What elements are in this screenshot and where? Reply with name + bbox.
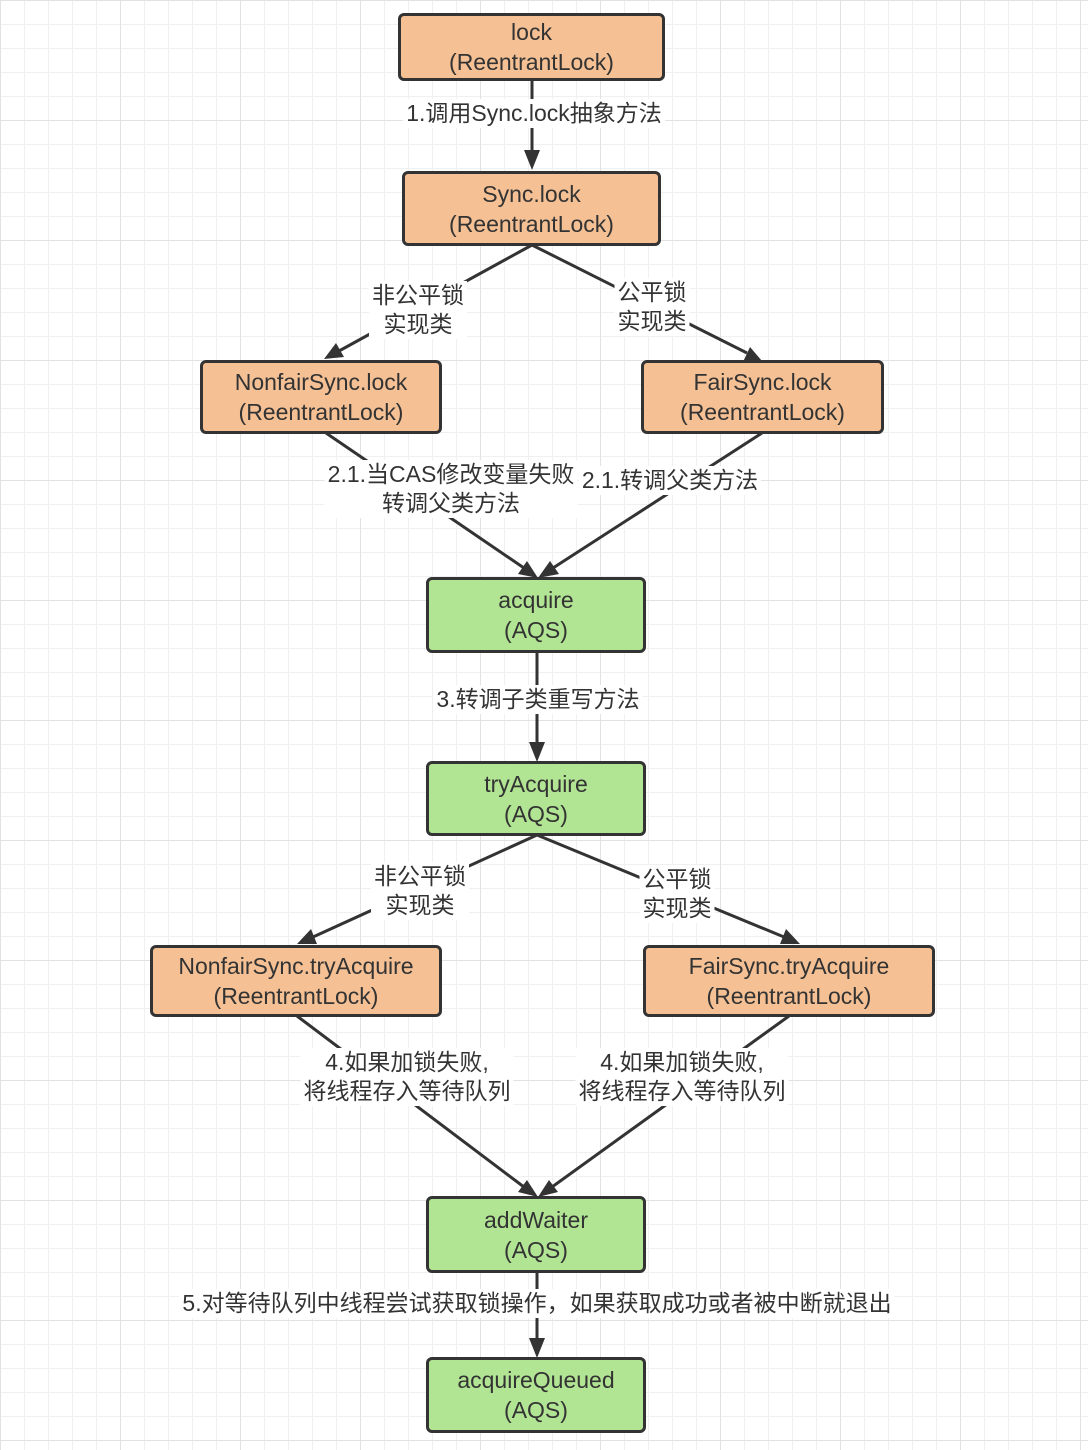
arrow-head [518,561,538,578]
edge-label-line: 4.如果加锁失败, [600,1049,764,1075]
node-fair-try-acquire-owner: (ReentrantLock) [706,983,872,1009]
arrow-head [324,343,344,359]
node-acquire-owner: (AQS) [504,617,568,643]
node-fair-lock-owner: (ReentrantLock) [680,399,845,425]
edge-label-line: 实现类 [385,892,455,918]
edge-label-line: 3.转调子类重写方法 [436,686,640,712]
node-sync-lock-name: Sync.lock [482,180,581,207]
arrow-head [743,347,762,362]
node-fair-lock: FairSync.lock (ReentrantLock) [641,360,884,434]
node-lock-name: lock [511,19,552,45]
edge-label-line: 非公平锁 [374,863,466,889]
node-try-acquire: tryAcquire (AQS) [426,761,646,836]
node-add-waiter-owner: (AQS) [504,1236,568,1263]
edge-label-line: 实现类 [383,311,453,337]
node-acquire-queued-owner: (AQS) [504,1397,568,1423]
edge-label-line: 非公平锁 [372,282,464,308]
arrow-head [297,929,317,944]
edge-label-line: 2.1.当CAS修改变量失败 [327,461,575,487]
node-acquire-queued: acquireQueued (AQS) [426,1357,646,1433]
node-fair-lock-name: FairSync.lock [693,369,832,395]
arrow-head [518,1180,538,1197]
edge-label-4-left: 4.如果加锁失败, 将线程存入等待队列 [300,1048,514,1106]
node-nonfair-try-acquire: NonfairSync.tryAcquire (ReentrantLock) [150,945,442,1017]
arrow-head [538,561,559,578]
node-fair-try-acquire-name: FairSync.tryAcquire [688,953,890,979]
edge-label-line: 实现类 [642,895,712,921]
edge-label-fair-impl-bottom: 公平锁 实现类 [639,865,715,923]
node-nonfair-lock-owner: (ReentrantLock) [238,399,404,425]
node-add-waiter-name: addWaiter [484,1206,588,1233]
edge-label-line: 2.1.转调父类方法 [581,467,759,493]
edge-label-nonfair-impl-top: 非公平锁 实现类 [369,281,467,339]
edge-label-fair-impl-top: 公平锁 实现类 [614,278,690,336]
edge-label-5: 5.对等待队列中线程尝试获取锁操作，如果获取成功或者被中断就退出 [179,1289,895,1318]
arrow-head [780,929,800,944]
edge-label-4-right: 4.如果加锁失败, 将线程存入等待队列 [575,1048,789,1106]
node-acquire: acquire (AQS) [426,577,646,653]
edge-fair-lock-to-acquire [552,431,763,570]
edge-label-2-1-left: 2.1.当CAS修改变量失败 转调父类方法 [324,460,578,518]
arrow-head [529,742,545,762]
node-nonfair-try-acquire-owner: (ReentrantLock) [213,983,379,1009]
node-acquire-name: acquire [498,587,574,613]
node-nonfair-lock: NonfairSync.lock (ReentrantLock) [200,360,442,434]
node-sync-lock-owner: (ReentrantLock) [449,210,614,237]
node-sync-lock: Sync.lock (ReentrantLock) [402,171,661,246]
node-try-acquire-owner: (AQS) [504,800,568,827]
edge-label-line: 实现类 [617,308,687,334]
node-acquire-queued-name: acquireQueued [457,1367,615,1393]
node-fair-try-acquire: FairSync.tryAcquire (ReentrantLock) [643,945,935,1017]
edge-label-line: 公平锁 [642,866,712,892]
arrow-head [538,1180,558,1197]
edge-label-line: 将线程存入等待队列 [303,1078,511,1104]
edge-label-line: 4.如果加锁失败, [325,1049,489,1075]
edge-label-3: 3.转调子类重写方法 [433,685,643,714]
node-lock: lock (ReentrantLock) [398,13,665,81]
node-lock-owner: (ReentrantLock) [449,49,614,75]
node-nonfair-try-acquire-name: NonfairSync.tryAcquire [178,953,414,979]
edge-label-line: 公平锁 [617,279,687,305]
edge-label-nonfair-impl-bottom: 非公平锁 实现类 [371,862,469,920]
edge-label-line: 1.调用Sync.lock抽象方法 [406,100,662,126]
arrow-head [529,1338,545,1358]
node-try-acquire-name: tryAcquire [484,770,588,797]
node-add-waiter: addWaiter (AQS) [426,1196,646,1273]
edge-label-line: 将线程存入等待队列 [578,1078,786,1104]
edge-label-1: 1.调用Sync.lock抽象方法 [403,99,665,128]
edge-label-line: 转调父类方法 [382,490,520,516]
arrow-head [524,150,540,170]
edge-label-2-1-right: 2.1.转调父类方法 [578,466,762,495]
node-nonfair-lock-name: NonfairSync.lock [234,369,408,395]
edge-label-line: 5.对等待队列中线程尝试获取锁操作，如果获取成功或者被中断就退出 [182,1290,892,1316]
